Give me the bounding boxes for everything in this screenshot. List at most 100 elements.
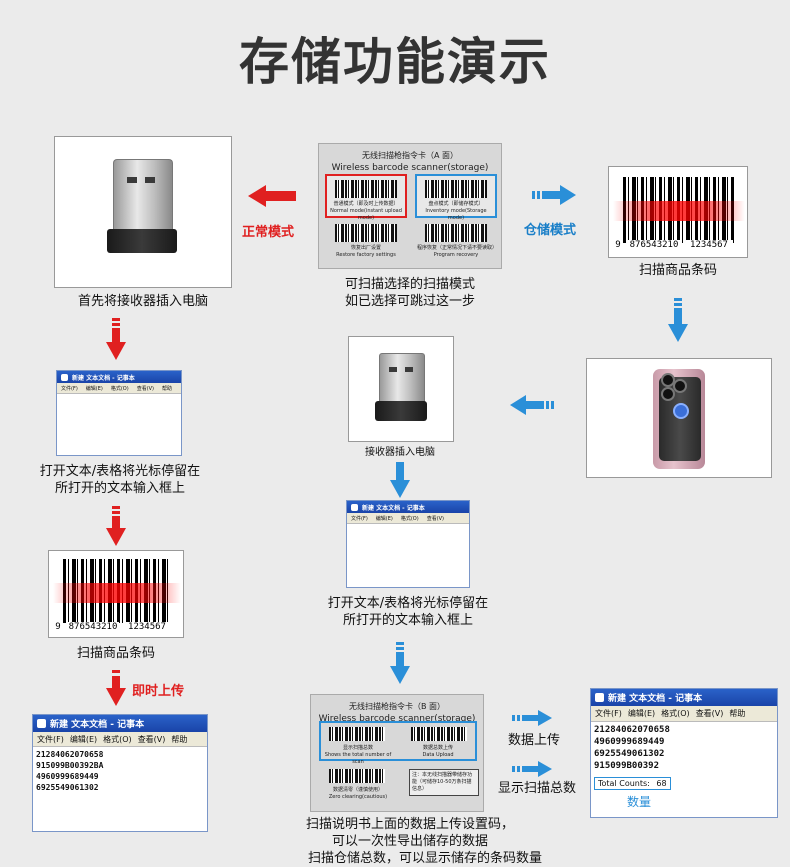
normal-mode-label: 正常模式 — [242, 225, 295, 240]
count-label: 数量 — [627, 795, 652, 809]
barcode-digits-right: 1234567 — [685, 240, 733, 250]
total-counts-value: 68 — [656, 779, 667, 788]
inventory-mode-barcode — [425, 180, 487, 198]
notepad-window-bottom-right: 新建 文本文档 - 记事本 文件(F) 编辑(E) 格式(O) 查看(V) 帮助… — [590, 688, 778, 818]
notepad-menubar: 文件(F) 编辑(E) 格式(O) 查看(V) 帮助 — [57, 383, 181, 394]
step-plug-in-caption: 首先将接收器插入电脑 — [77, 294, 208, 309]
arrow-left-blue-icon — [510, 395, 554, 415]
notepad-bl-titlebar: 新建 文本文档 - 记事本 — [33, 715, 207, 732]
card-b-note: 注：本无线扫描器带储存功能（可储存10-50万条扫描信息） — [409, 769, 479, 796]
total-barcode — [329, 727, 385, 741]
restore-en: Restore factory settings — [336, 252, 396, 258]
menu-view-center[interactable]: 查看(V) — [426, 515, 445, 522]
arrow-right-blue-icon-2 — [512, 710, 552, 726]
scan-mode-caption-line2: 如已选择可跳过这一步 — [344, 294, 475, 309]
restore-barcode — [335, 224, 397, 242]
upload-en: Data Upload — [422, 752, 454, 758]
scan-line-3: 4960999689449 — [36, 772, 99, 781]
show-total-label: 显示扫描总数 — [497, 781, 576, 796]
normal-mode-cn: 普通模式（即及时上传数据） — [333, 201, 399, 207]
camera-lens-3 — [673, 379, 687, 393]
total-counts-label: Total Counts: — [598, 779, 650, 788]
menu-edit-center[interactable]: 编辑(E) — [375, 515, 393, 522]
notepad-center-icon — [351, 503, 358, 511]
open-text-caption-center-line2: 所打开的文本输入框上 — [342, 613, 473, 628]
scan-barcode-caption-top: 扫描商品条码 — [638, 263, 717, 278]
notepad-br-menubar: 文件(F) 编辑(E) 格式(O) 查看(V) 帮助 — [591, 706, 777, 722]
menu-view[interactable]: 查看(V) — [136, 385, 155, 392]
menu-help[interactable]: 帮助 — [162, 385, 173, 392]
inventory-mode-en: Inventory mode(Storage mode) — [425, 208, 487, 221]
recovery-en: Program recovery — [433, 252, 479, 258]
scan-line-4: 6925549061302 — [36, 783, 99, 792]
arrow-right-blue-icon-3 — [512, 761, 552, 777]
realtime-upload-label: 即时上传 — [132, 684, 185, 699]
menu-help-bl[interactable]: 帮助 — [171, 734, 188, 744]
menu-view-br[interactable]: 查看(V) — [695, 709, 724, 718]
notepad-bl-menubar: 文件(F) 编辑(E) 格式(O) 查看(V) 帮助 — [33, 732, 207, 747]
notepad-center-titlebar: 新建 文本文档 - 记事本 — [347, 501, 469, 513]
menu-edit-br[interactable]: 编辑(E) — [627, 709, 656, 718]
menu-edit[interactable]: 编辑(E) — [85, 385, 103, 392]
scan-laser — [613, 201, 745, 221]
zero-barcode — [329, 769, 385, 783]
arrow-right-blue-icon — [532, 185, 576, 205]
open-text-caption-left-line2: 所打开的文本输入框上 — [54, 481, 185, 496]
menu-file-center[interactable]: 文件(F) — [351, 515, 368, 522]
bottom-caption-line2: 可以一次性导出储存的数据 — [331, 834, 488, 849]
open-text-caption-center-line1: 打开文本/表格将光标停留在 — [327, 596, 489, 611]
arrow-down-blue-icon-3 — [390, 642, 410, 684]
arrow-down-blue-icon — [668, 298, 688, 342]
menu-format-center[interactable]: 格式(O) — [400, 515, 419, 522]
receiver-plug-caption: 接收器插入电脑 — [365, 447, 435, 458]
product-barcode-image: 9 876543210 1234567 — [608, 166, 748, 258]
menu-help-br[interactable]: 帮助 — [729, 709, 746, 718]
zero-en: Zero clearing(cautious) — [328, 794, 388, 800]
command-card-b: 无线扫描枪指令卡（B 面） Wireless barcode scanner(s… — [310, 694, 484, 812]
menu-file[interactable]: 文件(F) — [61, 385, 78, 392]
notepad-icon — [61, 373, 68, 381]
storage-mode-label: 仓储模式 — [524, 223, 577, 238]
barcode-left-mid: 876543210 — [67, 622, 119, 632]
notepad-bl-text[interactable]: 21284062070658 915099B00392BA 4960999689… — [33, 747, 207, 793]
notepad-titlebar: 新建 文本文档 - 记事本 — [57, 371, 181, 383]
br-line-2: 4960999689449 — [594, 737, 665, 747]
upload-barcode — [411, 727, 467, 741]
scan-line-1: 21284062070658 — [36, 750, 104, 759]
menu-format[interactable]: 格式(O) — [110, 385, 129, 392]
total-counts-box: Total Counts: 68 — [594, 777, 671, 790]
arrow-left-red-icon — [248, 185, 296, 207]
notepad-center-menubar: 文件(F) 编辑(E) 格式(O) 查看(V) — [347, 513, 469, 524]
notepad-window-bottom-left: 新建 文本文档 - 记事本 文件(F) 编辑(E) 格式(O) 查看(V) 帮助… — [32, 714, 208, 832]
notepad-br-icon — [595, 693, 604, 702]
menu-view-bl[interactable]: 查看(V) — [137, 734, 166, 744]
scanner-device-image — [586, 358, 772, 478]
notepad-center-title: 新建 文本文档 - 记事本 — [362, 504, 425, 512]
notepad-window-center: 新建 文本文档 - 记事本 文件(F) 编辑(E) 格式(O) 查看(V) — [346, 500, 470, 588]
command-card-a: 无线扫描枪指令卡（A 面） Wireless barcode scanner(s… — [318, 143, 502, 269]
menu-edit-bl[interactable]: 编辑(E) — [69, 734, 98, 744]
notepad-title: 新建 文本文档 - 记事本 — [72, 374, 135, 382]
br-line-1: 21284062070658 — [594, 725, 670, 735]
card-a-title: 无线扫描枪指令卡（A 面） — [361, 151, 458, 160]
barcode-digit-left: 9 — [613, 240, 623, 250]
arrow-down-blue-icon-2 — [390, 462, 410, 498]
upload-cn: 数据总数上传 — [422, 745, 453, 751]
menu-file-bl[interactable]: 文件(F) — [37, 734, 64, 744]
notepad-br-text[interactable]: 21284062070658 4960999689449 69255490613… — [591, 722, 777, 772]
scan-button-icon — [673, 403, 689, 419]
arrow-down-red-icon-3 — [106, 670, 126, 706]
inventory-mode-cn: 盘点模式（即储存模式） — [428, 201, 484, 207]
menu-format-br[interactable]: 格式(O) — [661, 709, 690, 718]
menu-format-bl[interactable]: 格式(O) — [103, 734, 132, 744]
total-cn: 显示扫描总数 — [342, 745, 373, 751]
data-upload-label: 数据上传 — [507, 733, 560, 748]
usb-receiver-center-image — [348, 336, 454, 442]
card-b-title: 无线扫描枪指令卡（B 面） — [348, 702, 446, 711]
scan-laser-left — [53, 583, 181, 603]
scan-mode-caption-line1: 可扫描选择的扫描模式 — [344, 277, 475, 292]
notepad-bl-icon — [37, 719, 46, 728]
notepad-window-left: 新建 文本文档 - 记事本 文件(F) 编辑(E) 格式(O) 查看(V) 帮助 — [56, 370, 182, 456]
page-title: 存储功能演示 — [239, 33, 551, 91]
menu-file-br[interactable]: 文件(F) — [595, 709, 622, 718]
